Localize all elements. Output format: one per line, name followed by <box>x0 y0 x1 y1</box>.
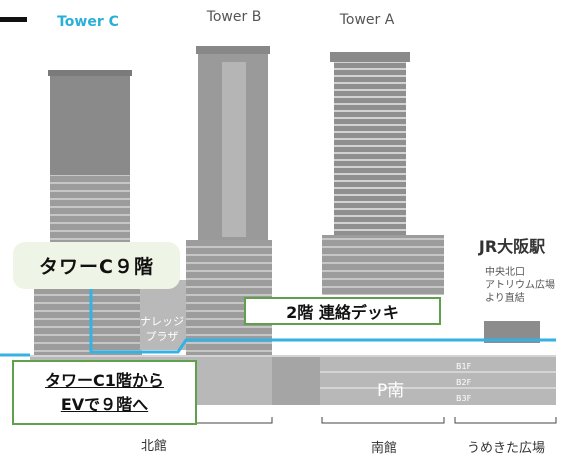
station-note-1: 中央北口 <box>485 265 525 278</box>
route-line-2: EVで９階へ <box>60 394 149 414</box>
b3f-label: B3F <box>456 394 472 403</box>
parking-label: P南 <box>377 381 404 401</box>
tower-c <box>48 70 132 260</box>
jr-station-label: JR大阪駅 <box>478 237 546 256</box>
middle-block <box>272 355 320 405</box>
south-hall-label: 南館 <box>371 440 397 456</box>
north-hall-label: 北館 <box>141 439 167 454</box>
tower-b-title: Tower B <box>206 9 262 25</box>
deck-callout: 2階 連絡デッキ <box>244 297 441 325</box>
knowledge-plaza-label-2: プラザ <box>146 330 179 343</box>
station-note-2: アトリウム広場 <box>485 278 555 291</box>
b1f-label: B1F <box>456 362 472 371</box>
tower-c-title: Tower C <box>57 14 119 30</box>
tower-b <box>186 46 272 355</box>
corner-dash <box>0 17 27 22</box>
station-entrance <box>484 321 540 343</box>
station-note-3: より直結 <box>485 291 525 304</box>
tower-a-title: Tower A <box>339 12 395 28</box>
route-line <box>0 289 556 357</box>
tower-a <box>322 52 444 295</box>
route-callout: タワーC1階から EVで９階へ <box>12 360 197 425</box>
b2f-label: B2F <box>456 378 472 387</box>
knowledge-plaza-label-1: ナレッジ <box>140 315 184 328</box>
route-line-1: タワーC1階から <box>45 370 164 390</box>
tower-c-9f-callout: タワーC９階 <box>13 242 180 289</box>
umekita-plaza-label: うめきた広場 <box>467 441 545 456</box>
